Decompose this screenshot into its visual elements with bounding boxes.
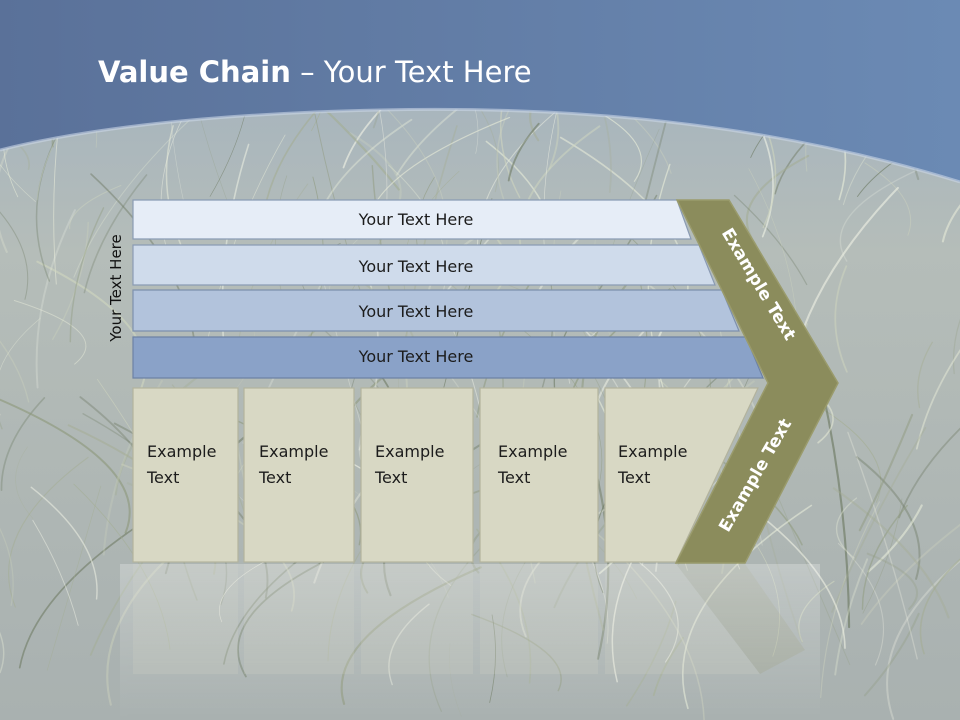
grass-blade bbox=[835, 497, 858, 559]
grass-blade bbox=[0, 340, 30, 403]
grass-blade bbox=[0, 397, 46, 491]
activity-text: Example Text bbox=[498, 439, 567, 491]
slide-title: Value Chain – Your Text Here bbox=[98, 52, 532, 92]
grass-blade bbox=[860, 523, 960, 625]
grass-blade bbox=[35, 130, 61, 282]
grass-blade bbox=[862, 498, 903, 614]
grass-blade bbox=[51, 221, 89, 341]
activity-text-line: Text bbox=[147, 468, 180, 487]
activity-reflection bbox=[120, 564, 820, 720]
grass-blade bbox=[0, 527, 14, 606]
grass-blade bbox=[69, 184, 122, 230]
support-row[interactable]: Your Text Here bbox=[132, 199, 692, 240]
primary-activities bbox=[132, 387, 759, 563]
grass-blade bbox=[867, 504, 923, 573]
grass-blade bbox=[32, 519, 79, 626]
grass-blade bbox=[832, 487, 950, 619]
grass-blade bbox=[834, 265, 848, 373]
grass-blade bbox=[855, 456, 921, 580]
grass-blade bbox=[866, 552, 919, 610]
activity-text-line: Text bbox=[259, 468, 292, 487]
grass-blade bbox=[917, 341, 933, 409]
grass-blade bbox=[53, 122, 60, 285]
grass-blade bbox=[30, 486, 98, 600]
grass-blade bbox=[915, 349, 960, 450]
margin-chevron[interactable] bbox=[674, 199, 839, 564]
support-rows: Your Text Here Your Text Here Your Text … bbox=[132, 199, 764, 379]
grass-blade bbox=[886, 559, 960, 720]
title-bold: Value Chain bbox=[98, 55, 291, 89]
grass-blade bbox=[941, 204, 960, 243]
grass-blade bbox=[35, 209, 76, 389]
grass-blade bbox=[8, 456, 89, 608]
grass-blade bbox=[83, 174, 148, 294]
grass-blade bbox=[0, 398, 131, 534]
grass-blade bbox=[831, 426, 927, 613]
grass-blade bbox=[861, 504, 908, 610]
support-row-label: Your Text Here bbox=[358, 210, 474, 229]
header-band bbox=[0, 0, 960, 182]
activity-text: Example Text bbox=[147, 439, 216, 491]
support-row-label: Your Text Here bbox=[358, 257, 474, 276]
activity-box[interactable] bbox=[479, 387, 599, 563]
activity-text-line: Example bbox=[498, 442, 568, 461]
activity-text-line: Example bbox=[147, 442, 217, 461]
grass-blade bbox=[69, 207, 105, 343]
grass-blade bbox=[18, 522, 143, 669]
grass-blade bbox=[821, 389, 851, 629]
activity-text-line: Text bbox=[375, 468, 408, 487]
support-row[interactable]: Your Text Here bbox=[132, 336, 764, 379]
grass-blade bbox=[839, 163, 931, 262]
activity-text-line: Text bbox=[498, 468, 531, 487]
grass-blade bbox=[952, 318, 960, 375]
grass-blade bbox=[0, 318, 41, 416]
grass-blade bbox=[919, 558, 960, 655]
grass-blade bbox=[898, 427, 960, 519]
grass-blade bbox=[0, 164, 36, 202]
activity-box[interactable] bbox=[243, 387, 355, 563]
activity-text: Example Text bbox=[375, 439, 444, 491]
support-row-label: Your Text Here bbox=[358, 302, 474, 321]
grass-blade bbox=[858, 413, 914, 532]
grass-blade bbox=[834, 558, 869, 676]
support-row[interactable]: Your Text Here bbox=[132, 289, 740, 332]
grass-blade bbox=[46, 485, 102, 671]
activity-text-line: Example bbox=[375, 442, 445, 461]
activity-box[interactable] bbox=[360, 387, 474, 563]
activity-text: Example Text bbox=[618, 439, 687, 491]
activity-text: Example Text bbox=[259, 439, 328, 491]
grass-blade bbox=[507, 122, 540, 182]
grass-blade bbox=[863, 612, 920, 697]
support-row-label: Your Text Here bbox=[358, 347, 474, 366]
grass-blade bbox=[837, 542, 885, 666]
activity-text-line: Example bbox=[618, 442, 688, 461]
grass-blade bbox=[0, 631, 5, 674]
activity-box[interactable] bbox=[132, 387, 239, 563]
header-edge-highlight bbox=[0, 107, 960, 184]
activity-text-line: Text bbox=[618, 468, 651, 487]
grass-blade bbox=[15, 446, 34, 520]
grass-blade bbox=[847, 431, 918, 660]
grass-blade bbox=[864, 162, 912, 236]
grass-blade bbox=[820, 501, 880, 699]
grass-blade bbox=[733, 194, 808, 286]
grass-blade bbox=[0, 211, 29, 300]
title-regular: – Your Text Here bbox=[290, 55, 532, 89]
support-row[interactable]: Your Text Here bbox=[132, 244, 716, 286]
side-label: Your Text Here bbox=[107, 234, 125, 342]
grass-blade bbox=[13, 300, 87, 365]
activity-text-line: Example bbox=[259, 442, 329, 461]
